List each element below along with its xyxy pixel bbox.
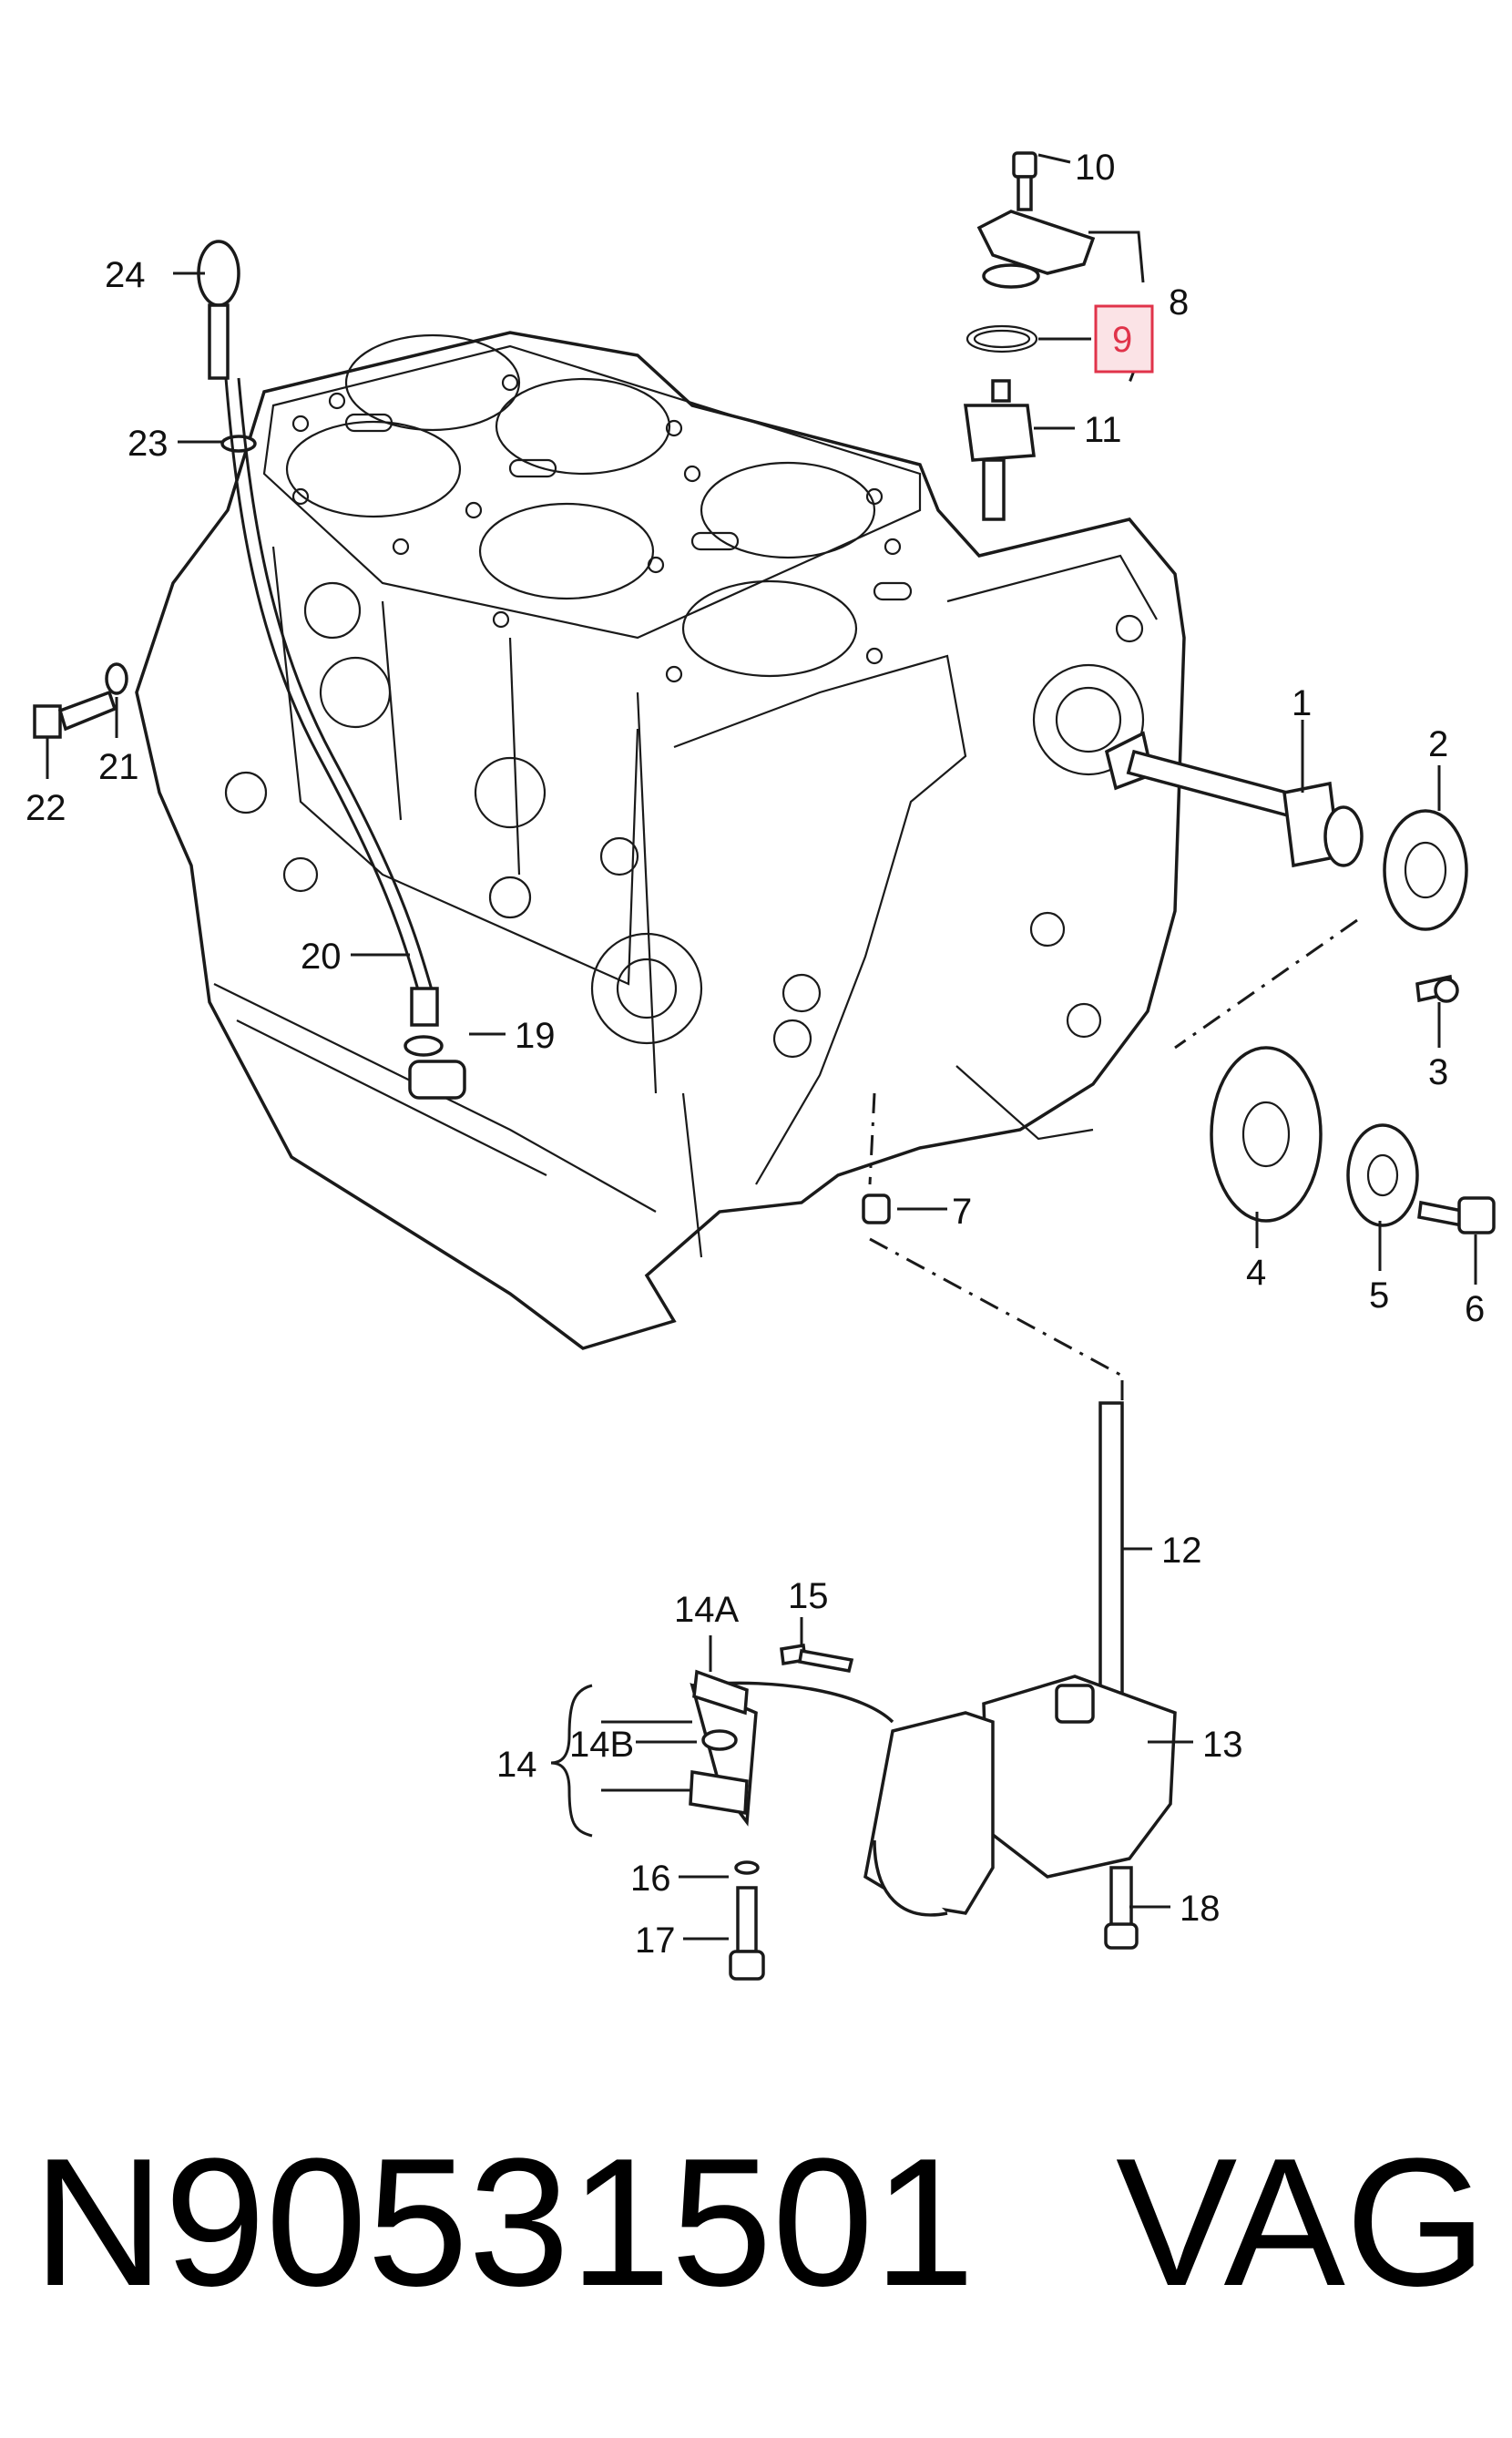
- callout-23: 23: [128, 424, 169, 464]
- callout-13: 13: [1202, 1725, 1243, 1765]
- callout-24: 24: [105, 255, 146, 295]
- intermediate-shaft-sprockets-1-6: [1104, 731, 1496, 1234]
- callout-leader-lines: [46, 153, 1477, 1941]
- callout-5: 5: [1369, 1275, 1389, 1316]
- callout-8: 8: [1169, 282, 1189, 323]
- callout-20: 20: [301, 937, 342, 977]
- oil-pump-drive-cover-8-11: [964, 151, 1096, 521]
- callout-15: 15: [788, 1576, 829, 1616]
- callout-1: 1: [1292, 683, 1312, 723]
- callout-9: 9: [1112, 320, 1132, 360]
- callout-12: 12: [1161, 1531, 1202, 1571]
- callout-4: 4: [1246, 1253, 1266, 1293]
- callout-19: 19: [515, 1016, 556, 1056]
- oil-pump-assembly: [689, 1193, 1177, 1981]
- brand-text: VAG: [1116, 2121, 1487, 2324]
- callout-16: 16: [630, 1859, 671, 1899]
- callout-14b: 14B: [569, 1725, 634, 1765]
- oil-dipstick-assembly: [197, 240, 466, 1100]
- engine-block: [135, 331, 1186, 1350]
- callout-labels: 1 2 3 4 5 6 7 8 9 10 11 12 13 14 14A 14B…: [26, 148, 1485, 1961]
- highlight-box: [1094, 304, 1154, 374]
- callout-17: 17: [635, 1921, 676, 1961]
- callout-18: 18: [1180, 1889, 1221, 1929]
- callout-3: 3: [1428, 1052, 1448, 1092]
- callout-21: 21: [98, 747, 139, 787]
- callout-10: 10: [1075, 148, 1116, 188]
- callout-11: 11: [1084, 410, 1122, 450]
- callout-22: 22: [26, 788, 66, 828]
- callout-14a: 14A: [674, 1590, 739, 1630]
- callout-2: 2: [1428, 724, 1448, 764]
- part-number-text: N90531501: [33, 2121, 976, 2324]
- bolt-and-washer-21-22: [33, 662, 128, 739]
- callout-7: 7: [952, 1192, 972, 1232]
- callout-14: 14: [496, 1745, 537, 1785]
- callout-6: 6: [1465, 1289, 1485, 1329]
